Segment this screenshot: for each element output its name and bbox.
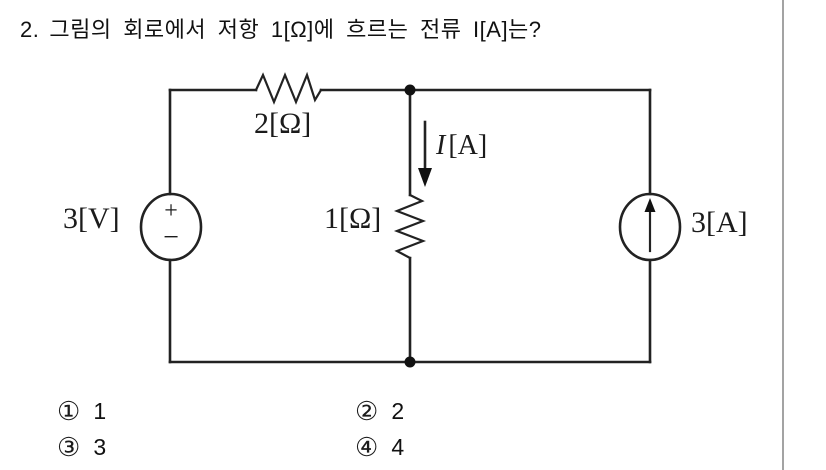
- resistor-middle-label: 1[Ω]: [324, 202, 382, 235]
- node-dot-bottom: [404, 356, 416, 368]
- choice-option-2[interactable]: ② 2: [355, 398, 404, 424]
- resistor-2ohm: [254, 71, 323, 105]
- question-text: 그림의 회로에서 저항 1[Ω]에 흐르는 전류 I[A]는?: [49, 17, 542, 42]
- choice-1-value: 1: [93, 397, 107, 424]
- choice-4-value: 4: [391, 433, 405, 460]
- choice-option-4[interactable]: ④ 4: [355, 434, 404, 460]
- current-arrow-head: [418, 168, 432, 187]
- resistor-top-label: 2[Ω]: [254, 107, 312, 140]
- node-dot-top: [404, 84, 416, 96]
- current-source-label: 3[A]: [691, 206, 748, 239]
- choice-2-value: 2: [391, 397, 405, 424]
- choice-4-marker: ④: [355, 432, 379, 462]
- current-source-circle: [618, 192, 682, 262]
- voltage-source-label: 3[V]: [63, 202, 120, 235]
- resistor-1ohm: [393, 193, 427, 260]
- choice-3-value: 3: [93, 433, 107, 460]
- current-symbol: I: [436, 130, 446, 161]
- current-source-arrow-head: [644, 198, 656, 212]
- voltage-source-circle: [139, 192, 203, 262]
- choice-option-1[interactable]: ① 1: [57, 398, 106, 424]
- choice-option-3[interactable]: ③ 3: [57, 434, 106, 460]
- current-unit: [A]: [448, 130, 488, 161]
- choice-1-marker: ①: [57, 396, 81, 426]
- column-divider: [782, 0, 784, 470]
- choice-2-marker: ②: [355, 396, 379, 426]
- question-title: 2. 그림의 회로에서 저항 1[Ω]에 흐르는 전류 I[A]는?: [20, 12, 542, 44]
- choice-3-marker: ③: [57, 432, 81, 462]
- current-label: I[A]: [436, 132, 487, 160]
- question-number: 2.: [20, 17, 40, 42]
- voltage-source-minus-sign: −: [163, 222, 179, 253]
- voltage-source-plus-sign: +: [164, 198, 178, 224]
